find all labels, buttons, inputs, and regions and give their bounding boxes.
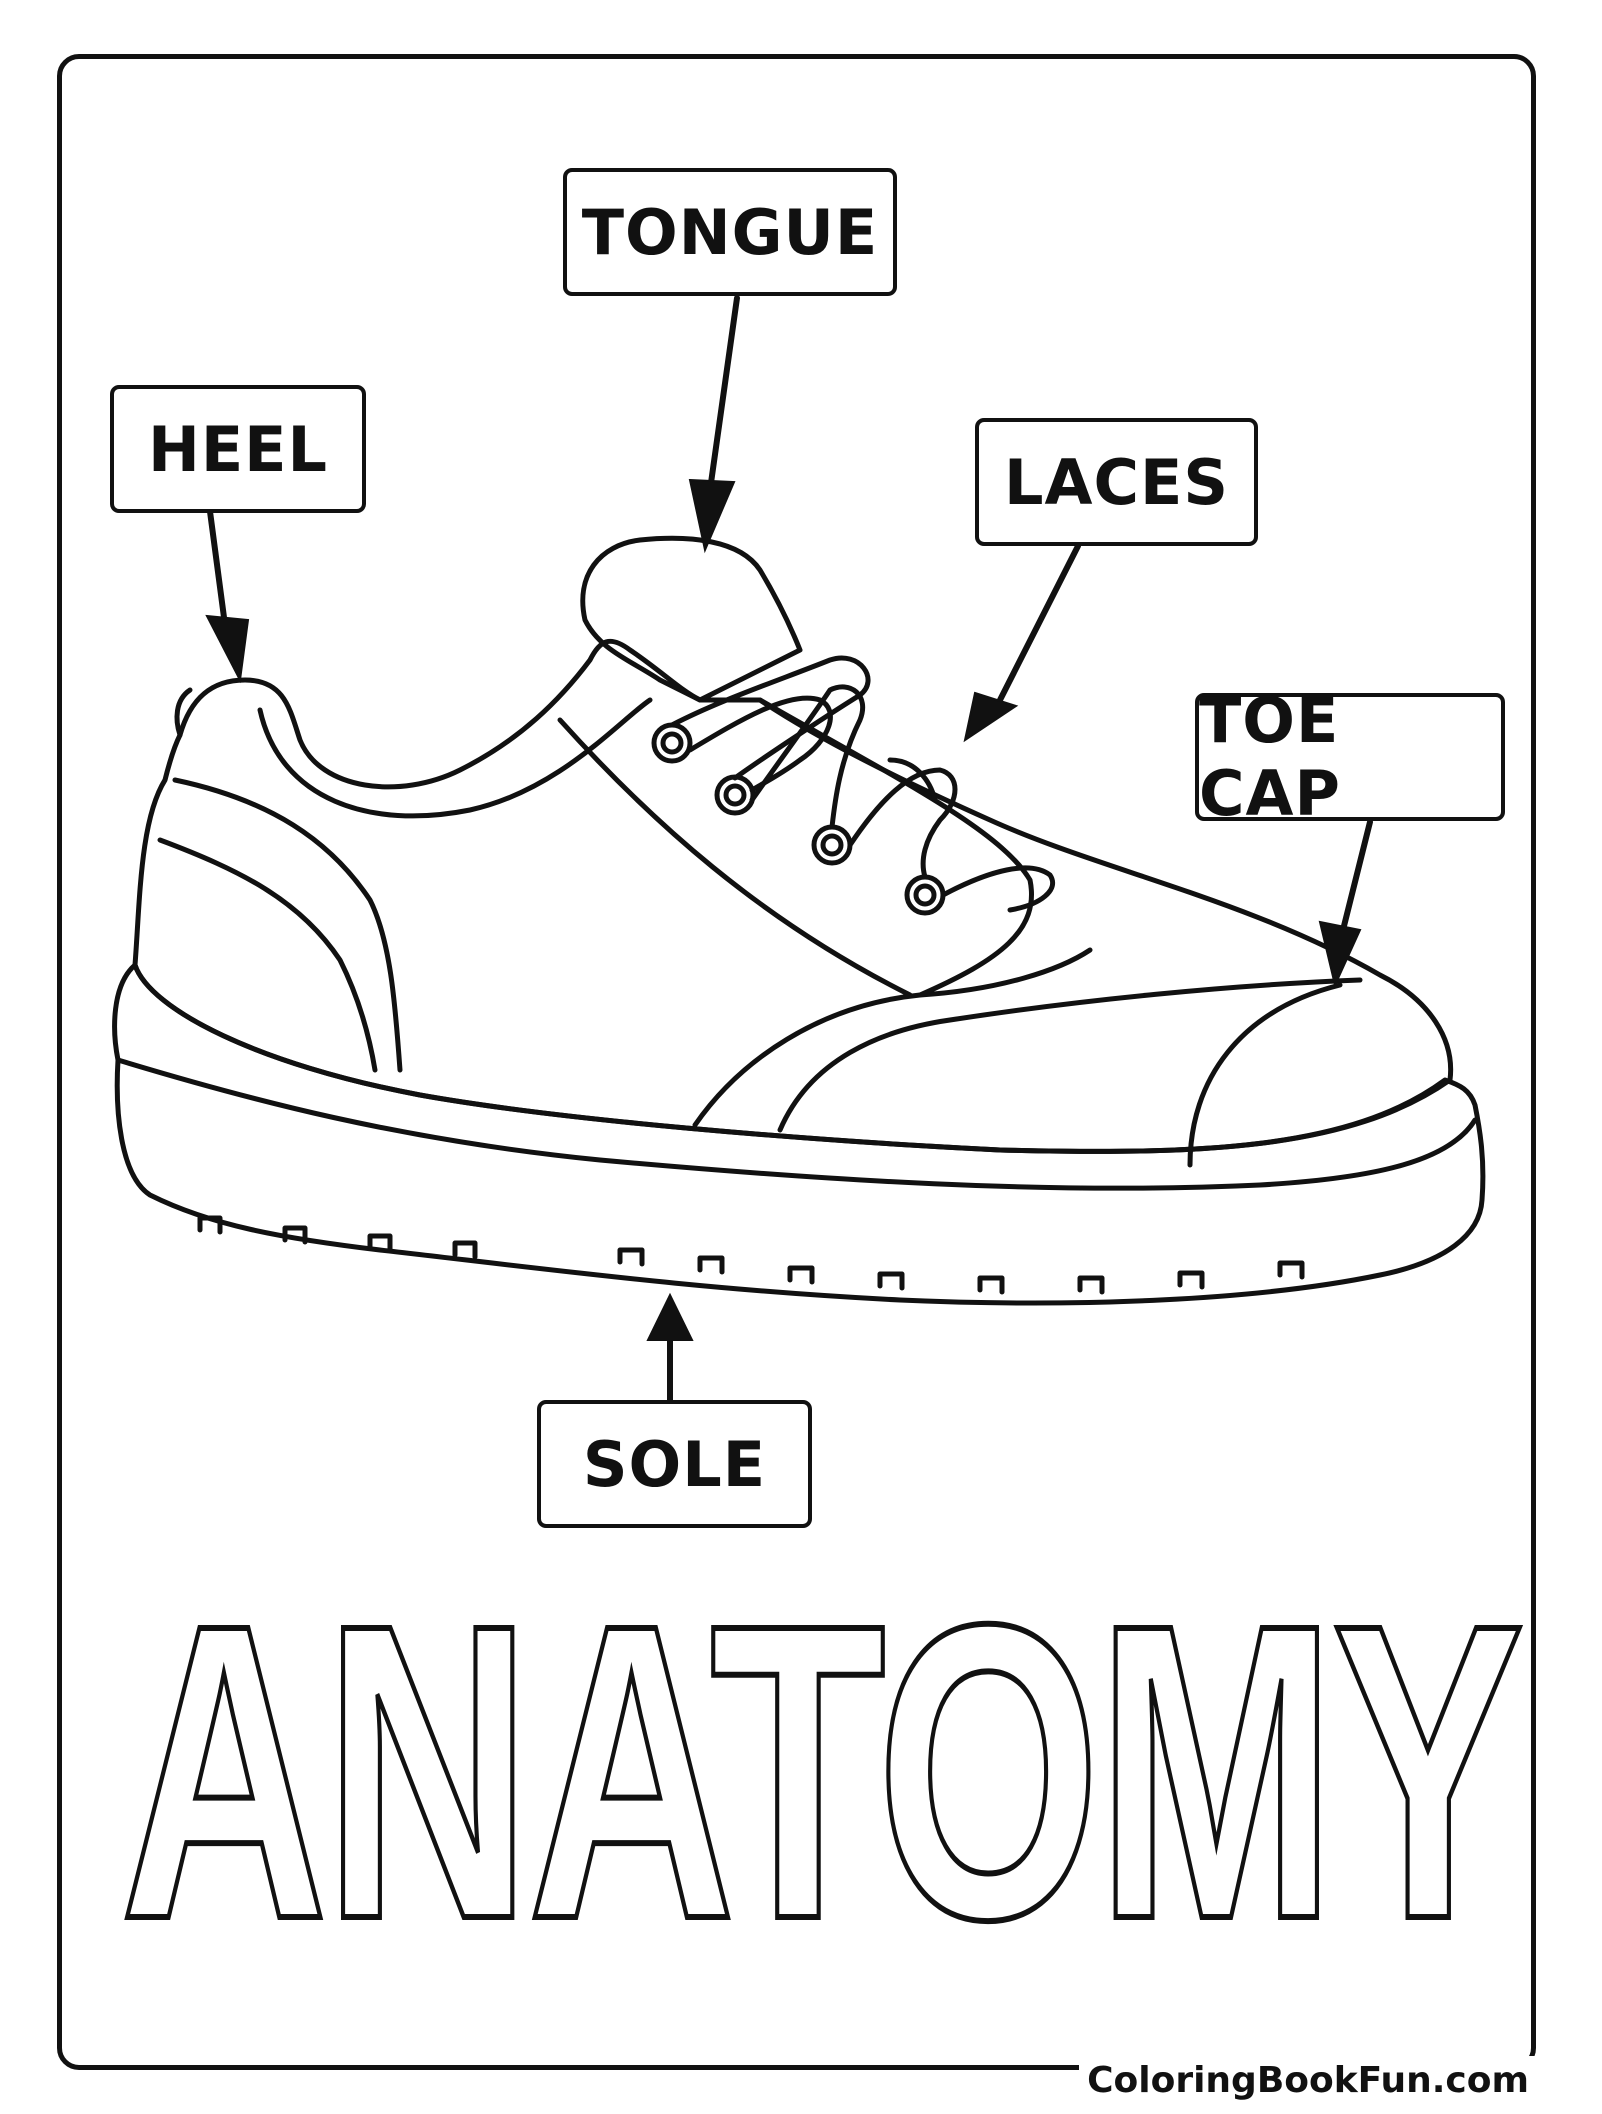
arrow-laces bbox=[997, 543, 1081, 703]
label-toe-cap: TOE CAP bbox=[1195, 684, 1505, 830]
title-text: ANATOMY bbox=[120, 1605, 1521, 1930]
arrow-toe-cap bbox=[1340, 819, 1373, 933]
page-border bbox=[57, 54, 1536, 2070]
shoe-laces bbox=[669, 655, 871, 781]
label-tongue: TONGUE bbox=[563, 168, 897, 296]
toe-cap bbox=[1187, 982, 1343, 1168]
arrow-tongue bbox=[707, 295, 740, 493]
label-sole: SOLE bbox=[537, 1400, 812, 1528]
shoe-sole bbox=[112, 962, 1486, 1306]
label-heel: HEEL bbox=[110, 385, 366, 513]
shoe-tongue bbox=[580, 535, 803, 703]
label-laces: LACES bbox=[975, 418, 1258, 546]
anatomy-title: ANATOMY bbox=[117, 1605, 1530, 1930]
heel-collar bbox=[157, 837, 378, 1073]
site-credit: ColoringBookFun.com bbox=[1079, 2056, 1537, 2106]
